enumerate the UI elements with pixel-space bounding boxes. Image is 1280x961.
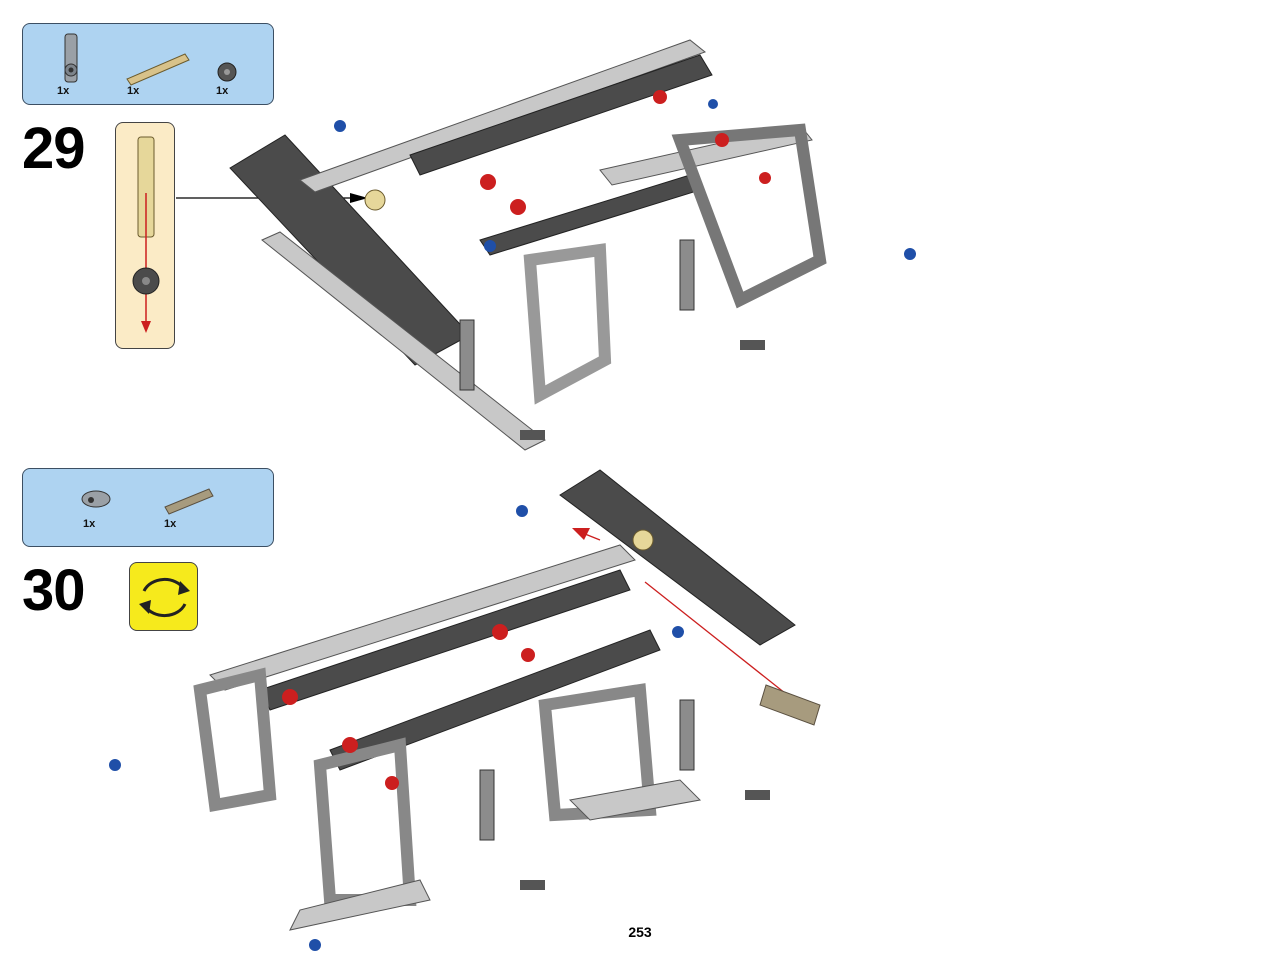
part-qty: 1x bbox=[216, 85, 229, 97]
rotate-arrows-icon bbox=[139, 577, 190, 618]
callout-diagram bbox=[132, 136, 160, 333]
rotate-model-icon bbox=[129, 562, 198, 631]
page-number: 253 bbox=[628, 924, 652, 940]
part-qty: 1x bbox=[57, 85, 70, 97]
step-29-model bbox=[176, 39, 916, 451]
step-29-sub-assembly-callout bbox=[115, 122, 175, 349]
axle-pin-connector-icon bbox=[64, 33, 78, 83]
pin-connector-icon bbox=[81, 490, 111, 508]
part-qty: 1x bbox=[164, 518, 177, 530]
axle-dark-tan-icon bbox=[164, 488, 214, 515]
step-30-parts-icons bbox=[81, 488, 214, 515]
part-qty: 1x bbox=[127, 85, 140, 97]
step-30-parts-list: 1x 1x bbox=[22, 468, 274, 547]
axle-tan-icon bbox=[126, 53, 190, 86]
gear-small-icon bbox=[217, 62, 237, 82]
step-29-parts-icons bbox=[64, 33, 237, 86]
step-29-parts-list: 1x 1x 1x bbox=[22, 23, 274, 105]
step-number: 29 bbox=[22, 116, 86, 181]
step-number: 30 bbox=[22, 558, 86, 623]
part-qty: 1x bbox=[83, 518, 96, 530]
